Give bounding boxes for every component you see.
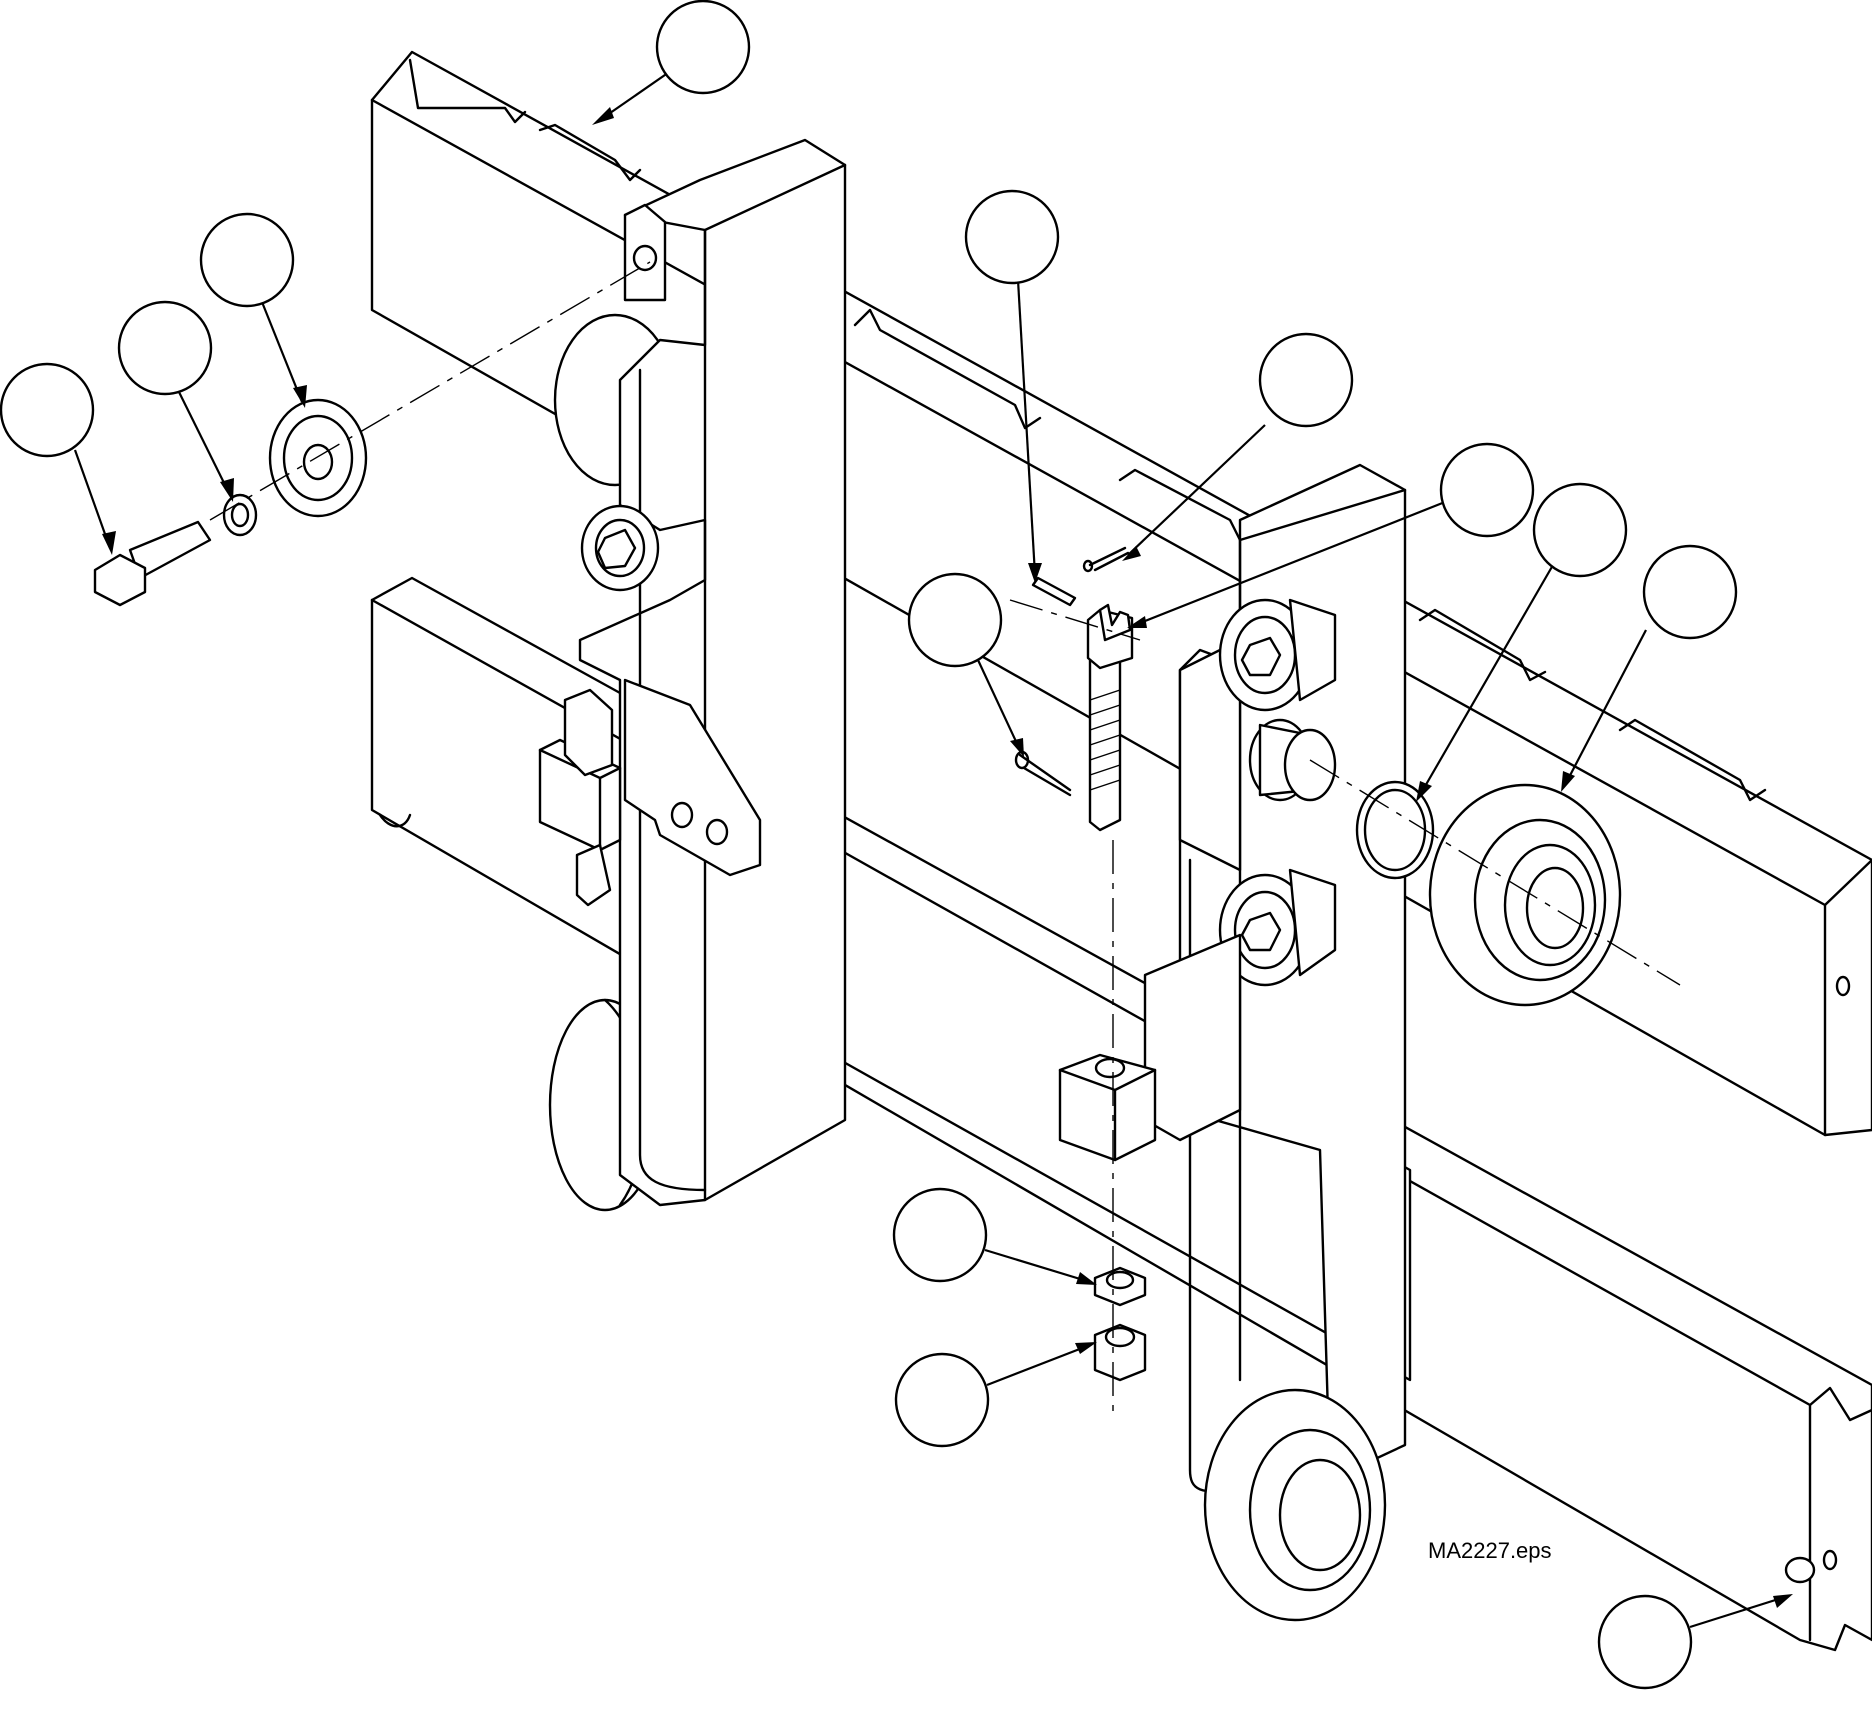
- jam-nut: [1093, 1266, 1147, 1307]
- callout-balloons: [0, 0, 1738, 1690]
- callout-side-roller: [199, 212, 295, 308]
- carriage-lower-pin: [1784, 1556, 1816, 1584]
- callout-cotter-pin-a: [964, 189, 1060, 285]
- shim: [1355, 780, 1435, 880]
- callout-cotter-pin-c: [907, 572, 1003, 668]
- cotter-pin-b: [1082, 546, 1130, 573]
- anchor-bolt: [1086, 603, 1134, 832]
- anchor-block: [1058, 1053, 1157, 1162]
- hex-nut: [1093, 1323, 1147, 1382]
- callout-anchor-bolt: [1439, 442, 1535, 538]
- cotter-pin-c: [1014, 750, 1072, 797]
- callout-lock-washer: [117, 300, 213, 396]
- callout-load-roller: [1642, 544, 1738, 640]
- leader-lines: [73, 67, 1786, 1629]
- callout-carriage-upper-bar: [655, 0, 751, 95]
- callout-shim: [1532, 482, 1628, 578]
- callout-hex-nut: [894, 1352, 990, 1448]
- lock-washer: [222, 493, 258, 537]
- centerline-load-roller: [1309, 759, 1681, 986]
- callout-cotter-pin-b: [1258, 332, 1354, 428]
- centerline-cotter: [1009, 599, 1141, 641]
- cotter-pin-a: [1031, 576, 1077, 607]
- leader-arrowheads: [102, 107, 1793, 1608]
- side-roller: [268, 398, 368, 518]
- callout-bolt: [0, 362, 95, 458]
- figure-file-label: MA2227.eps: [1428, 1538, 1552, 1563]
- centerline-side-roller: [209, 261, 651, 521]
- right-fork-arm: [1143, 463, 1407, 1622]
- callout-jam-nut: [892, 1187, 988, 1283]
- load-roller: [1428, 783, 1622, 1007]
- bolt: [93, 520, 212, 607]
- left-fork-arm: [538, 138, 847, 1212]
- callout-carriage-lower-pin: [1597, 1594, 1693, 1690]
